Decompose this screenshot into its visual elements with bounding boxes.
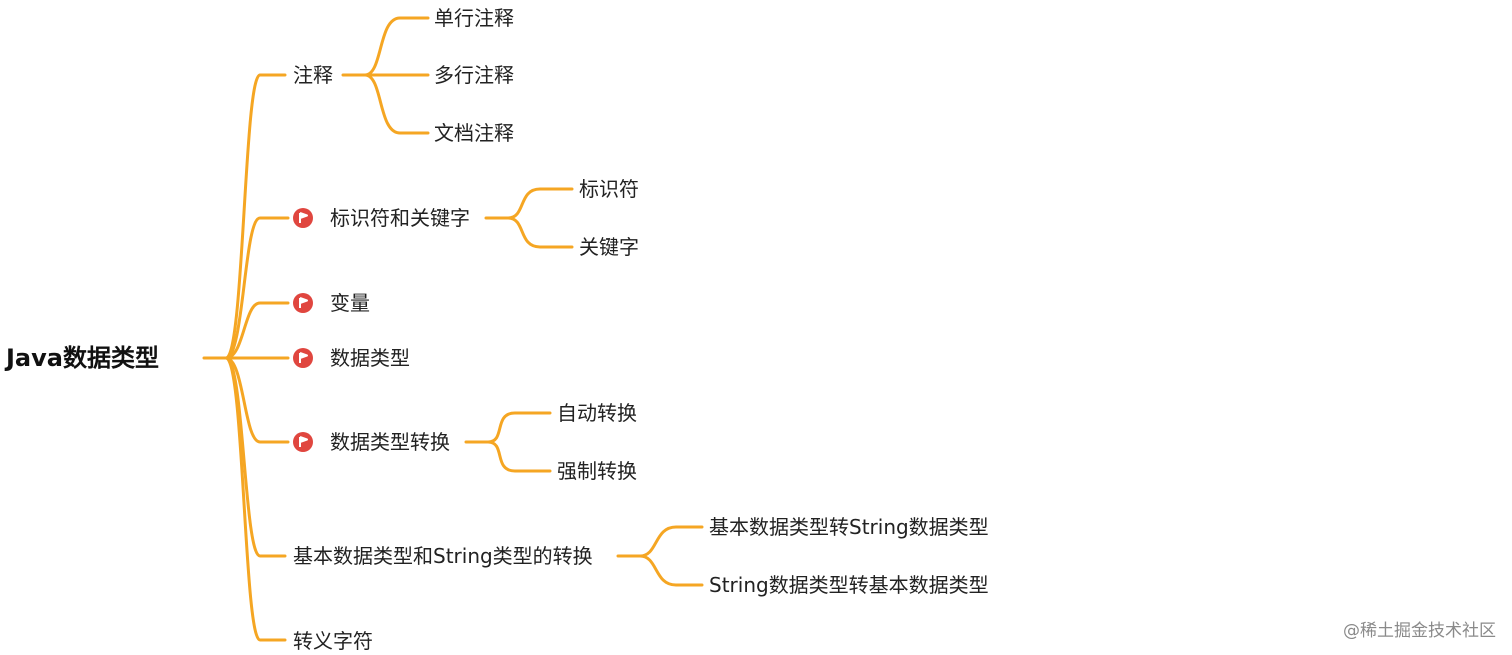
fan-edge-2-0 <box>486 411 552 444</box>
branch-edge-2 <box>224 301 290 360</box>
fan-edge-1-1 <box>506 216 574 249</box>
branch-topic-primitive-string-conversion[interactable]: 基本数据类型和String类型的转换 <box>293 544 593 568</box>
fan-edge-3-1 <box>638 554 704 587</box>
fan-edge-1-0 <box>506 187 574 220</box>
leaf-topic-forced-conversion[interactable]: 强制转换 <box>557 459 637 483</box>
branch-edge-0 <box>224 73 287 360</box>
branch-topic-variables[interactable]: 变量 <box>330 291 370 315</box>
leaf-topic-primitive-to-string[interactable]: 基本数据类型转String数据类型 <box>709 515 989 539</box>
fan-edge-0-2 <box>363 73 430 135</box>
watermark-text: @稀土掘金技术社区 <box>1343 621 1496 641</box>
branch-topic-comments[interactable]: 注释 <box>293 63 333 87</box>
leaf-topic-string-to-primitive[interactable]: String数据类型转基本数据类型 <box>709 573 989 597</box>
leaf-topic-single-line-comment[interactable]: 单行注释 <box>434 6 514 30</box>
leaf-topic-keyword[interactable]: 关键字 <box>579 235 639 259</box>
red-flag-icon <box>293 208 313 228</box>
leaf-topic-doc-comment[interactable]: 文档注释 <box>434 121 514 145</box>
branch-edge-6 <box>224 356 287 642</box>
red-flag-icon <box>293 348 313 368</box>
fan-edge-0-0 <box>363 16 430 77</box>
leaf-topic-multi-line-comment[interactable]: 多行注释 <box>434 63 514 87</box>
fan-edge-2-1 <box>486 440 552 473</box>
leaf-topic-auto-conversion[interactable]: 自动转换 <box>557 401 637 425</box>
leaf-topic-identifier[interactable]: 标识符 <box>579 177 639 201</box>
root-topic[interactable]: Java数据类型 <box>6 344 159 372</box>
branch-edge-4 <box>224 356 290 444</box>
red-flag-icon <box>293 432 313 452</box>
red-flag-icon <box>293 293 313 313</box>
branch-topic-escape-characters[interactable]: 转义字符 <box>293 629 373 653</box>
branch-topic-identifiers-keywords[interactable]: 标识符和关键字 <box>330 206 470 230</box>
branch-edge-1 <box>224 216 290 360</box>
branch-topic-type-conversion[interactable]: 数据类型转换 <box>330 430 450 454</box>
branch-topic-data-types[interactable]: 数据类型 <box>330 346 410 370</box>
fan-edge-3-0 <box>638 525 704 558</box>
